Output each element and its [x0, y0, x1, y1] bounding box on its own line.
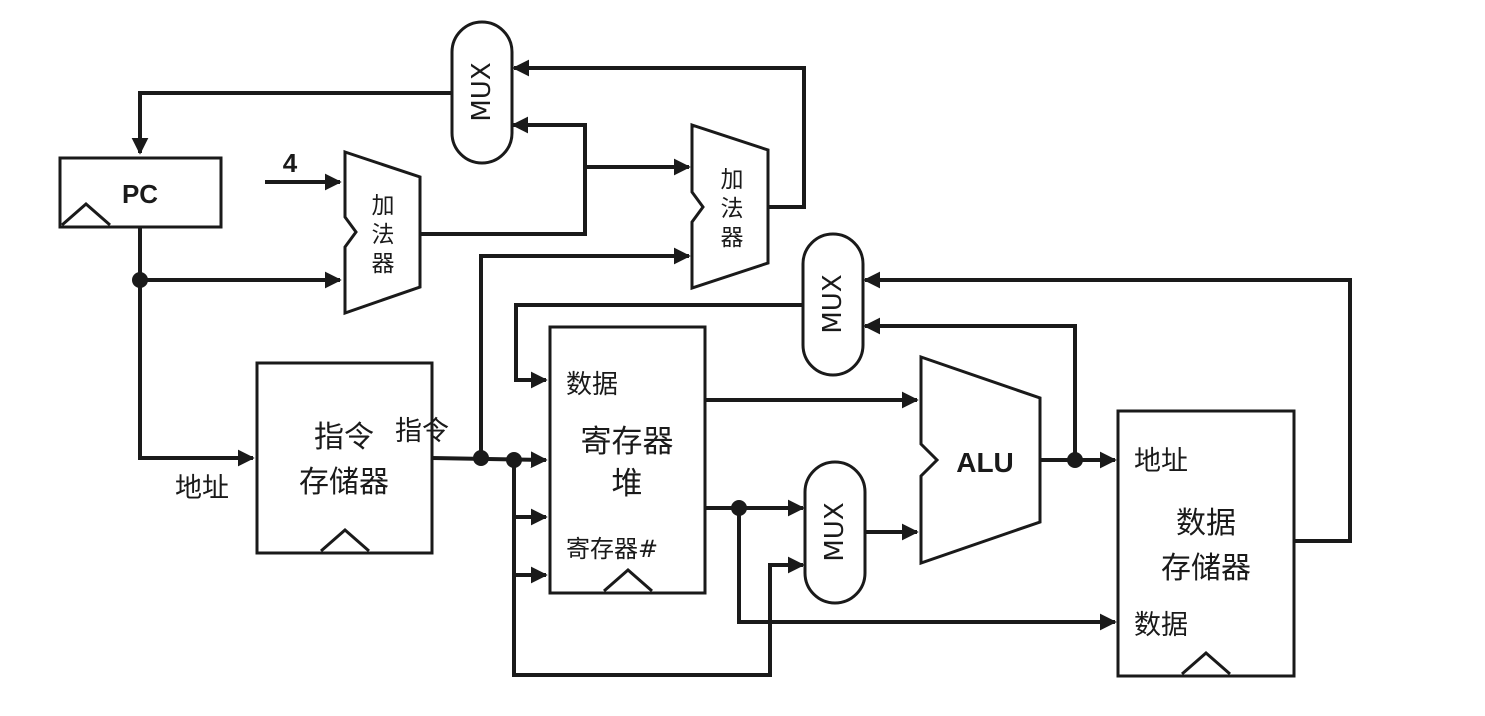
instruction-memory-box	[255, 361, 434, 555]
instruction-memory: 指令 存储器	[255, 361, 434, 555]
instruction-memory-label-2: 存储器	[299, 465, 389, 500]
register-file-label-1: 寄存器	[581, 424, 674, 460]
junction-instr-2	[506, 452, 522, 468]
adder2-label-3: 器	[721, 225, 744, 251]
instruction-address-label: 地址	[175, 473, 229, 504]
mux-writeback: MUX	[801, 232, 865, 377]
junction-alu-out	[1067, 452, 1083, 468]
wire-mux-top-to-pc	[131, 91, 452, 155]
adder1-shape	[343, 149, 422, 316]
junction-reg-out2	[731, 500, 747, 516]
adder1-label-3: 器	[372, 251, 395, 277]
junction-instr-1	[473, 450, 489, 466]
pc-label: PC	[122, 179, 158, 209]
mux-top: MUX	[450, 20, 514, 165]
adder1-label-1: 加	[372, 193, 395, 219]
instruction-memory-label-1: 指令	[314, 420, 374, 455]
alu: ALU	[919, 354, 1042, 566]
wire-instr-imm	[512, 556, 805, 677]
alu-shape	[919, 354, 1042, 566]
register-file-data-label: 数据	[566, 370, 618, 400]
mux-writeback-shape	[801, 232, 865, 377]
wire-alu-to-wb-mux	[863, 317, 1077, 460]
const-four-label: 4	[283, 148, 298, 178]
pc-register: PC	[58, 156, 223, 229]
wire-instr-regnum-2	[512, 517, 548, 584]
data-memory-data-label: 数据	[1134, 610, 1188, 641]
register-file-label-2: 堆	[612, 466, 643, 502]
adder1-label-2: 法	[372, 222, 395, 248]
instruction-output-label: 指令	[395, 416, 449, 447]
instruction-memory-clock-icon	[320, 528, 370, 553]
wire-wb-mux-to-regfile	[514, 303, 803, 389]
register-file-clock-icon	[603, 568, 653, 593]
adder2-label-2: 法	[721, 196, 744, 222]
mux-top-shape	[450, 20, 514, 165]
data-memory-box	[1116, 409, 1296, 678]
mux-writeback-label: MUX	[818, 274, 848, 333]
mux-alusrc: MUX	[803, 460, 867, 605]
mux-alusrc-label: MUX	[820, 502, 850, 561]
register-file: 数据 寄存器 堆 寄存器#	[548, 325, 707, 595]
wire-adder1-out	[420, 116, 587, 236]
data-memory-address-label: 地址	[1134, 446, 1188, 477]
wire-adder2-out	[512, 59, 806, 209]
alu-label: ALU	[956, 447, 1014, 478]
wire-reg-out2-to-dmem	[737, 508, 1117, 631]
wire-pc-out	[138, 227, 255, 467]
adder1: 加 法 器	[343, 149, 422, 316]
adder2-label-1: 加	[721, 167, 744, 193]
adder2-shape	[690, 122, 770, 291]
data-memory-clock-icon	[1181, 651, 1231, 676]
data-memory-label-2: 存储器	[1161, 551, 1251, 586]
junctions	[132, 272, 1083, 516]
mux-alusrc-shape	[803, 460, 867, 605]
register-file-regnum-label: 寄存器#	[566, 535, 658, 563]
adder2: 加 法 器	[690, 122, 770, 291]
data-memory-label-1: 数据	[1176, 506, 1236, 541]
wire-dmem-to-wb-mux	[863, 271, 1352, 543]
register-file-box	[548, 325, 707, 595]
junction-pc	[132, 272, 148, 288]
data-memory: 地址 数据 存储器 数据	[1116, 409, 1296, 678]
pc-box	[58, 156, 223, 229]
pc-clock-icon	[61, 202, 111, 227]
wire-instr-regnum-1	[512, 460, 548, 526]
wire-instr-to-adder2	[479, 247, 691, 458]
mux-top-label: MUX	[467, 62, 497, 121]
wire-instr-bus	[431, 451, 548, 469]
